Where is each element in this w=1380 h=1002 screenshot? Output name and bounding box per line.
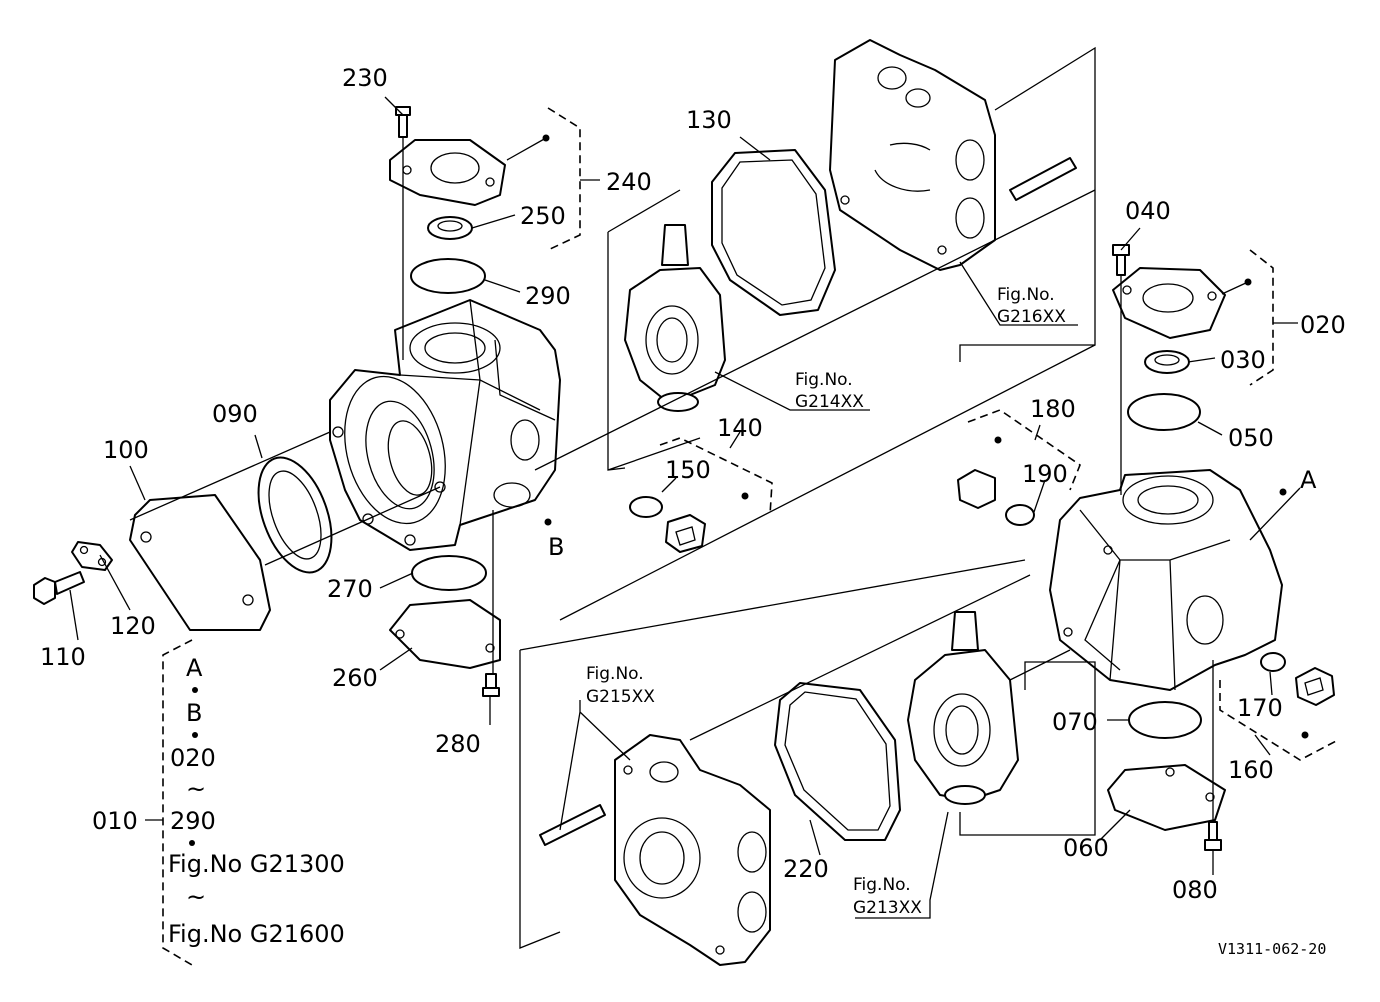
marker-a: A (1300, 466, 1317, 494)
label-190: 190 (1022, 460, 1068, 488)
label-220: 220 (783, 855, 829, 883)
part-140-plug (665, 514, 706, 553)
figref-214-code: G214XX (795, 392, 864, 412)
figref-213-title: Fig.No. (853, 875, 911, 895)
part-180-plug (957, 469, 996, 509)
part-170-oring (1260, 652, 1286, 672)
label-250: 250 (520, 202, 566, 230)
label-030: 030 (1220, 346, 1266, 374)
spool-g213 (907, 611, 1019, 805)
part-070-oring (1128, 701, 1202, 739)
part-110-bolt (33, 571, 85, 605)
label-060: 060 (1063, 834, 1109, 862)
label-140: 140 (717, 414, 763, 442)
note-fig-g21600: Fig.No G21600 (168, 920, 345, 948)
spool-g214 (624, 224, 726, 412)
drawing-code: V1311-062-20 (1218, 940, 1326, 958)
marker-b: B (548, 533, 564, 561)
note-290: 290 (170, 807, 216, 835)
label-090: 090 (212, 400, 258, 428)
part-250-seal (427, 216, 473, 240)
right-pump-body (1049, 469, 1283, 691)
label-050: 050 (1228, 424, 1274, 452)
part-130-gasket (711, 149, 836, 316)
housing-g215 (539, 734, 771, 966)
part-100-cover (129, 494, 271, 631)
label-080: 080 (1172, 876, 1218, 904)
label-180: 180 (1030, 395, 1076, 423)
figref-216-title: Fig.No. (997, 285, 1055, 305)
figref-215-code: G215XX (586, 687, 655, 707)
label-230: 230 (342, 64, 388, 92)
part-230-bolt (395, 106, 411, 138)
label-070: 070 (1052, 708, 1098, 736)
note-b: B (186, 699, 202, 727)
label-130: 130 (686, 106, 732, 134)
label-280: 280 (435, 730, 481, 758)
label-170: 170 (1237, 694, 1283, 722)
note-tilde-2: ~ (186, 883, 206, 911)
label-240: 240 (606, 168, 652, 196)
note-020: 020 (170, 744, 216, 772)
part-020-plate (1112, 267, 1226, 339)
label-290: 290 (525, 282, 571, 310)
figref-215-title: Fig.No. (586, 664, 644, 684)
part-160-plug (1295, 667, 1335, 706)
note-a: A (186, 654, 203, 682)
figref-214-title: Fig.No. (795, 370, 853, 390)
part-080-bolt (1204, 821, 1222, 851)
part-260-plate (389, 599, 501, 669)
label-020: 020 (1300, 311, 1346, 339)
part-290-oring (410, 258, 486, 294)
part-060-plate (1107, 764, 1226, 831)
part-280-bolt (482, 673, 500, 697)
assembly-note: 010 A B 020 ~ 290 Fig.No G21300 ~ Fig.No… (92, 639, 345, 966)
left-pump-body (329, 299, 561, 551)
part-050-oring (1127, 393, 1201, 431)
part-150-oring (629, 496, 663, 518)
label-010: 010 (92, 807, 138, 835)
note-fig-g21300: Fig.No G21300 (168, 850, 345, 878)
label-100: 100 (103, 436, 149, 464)
label-040: 040 (1125, 197, 1171, 225)
label-110: 110 (40, 643, 86, 671)
label-260: 260 (332, 664, 378, 692)
part-120-plate (71, 541, 113, 571)
part-030-seal (1144, 350, 1190, 374)
label-120: 120 (110, 612, 156, 640)
figref-213-code: G213XX (853, 898, 922, 918)
part-190-oring (1005, 504, 1035, 526)
figref-216-code: G216XX (997, 307, 1066, 327)
note-tilde-1: ~ (186, 775, 206, 803)
housing-g216 (829, 39, 1077, 271)
part-270-oring (411, 555, 487, 591)
label-150: 150 (665, 456, 711, 484)
part-220-gasket (774, 682, 901, 841)
label-270: 270 (327, 575, 373, 603)
label-160: 160 (1228, 756, 1274, 784)
part-240-plate (389, 139, 506, 206)
